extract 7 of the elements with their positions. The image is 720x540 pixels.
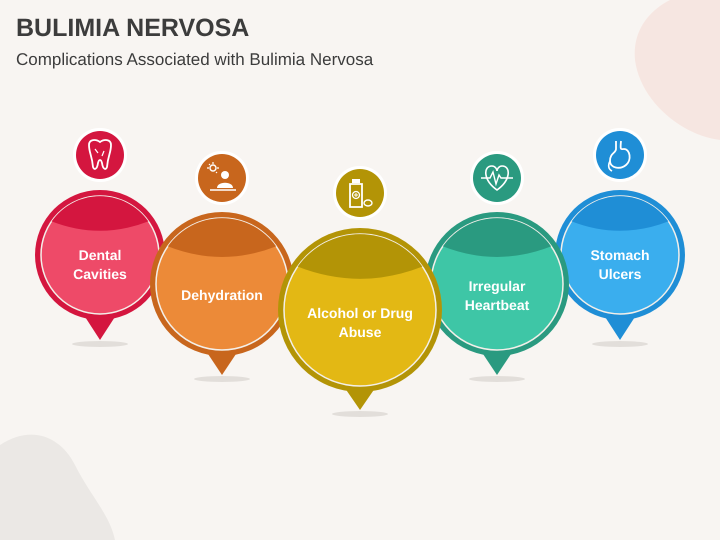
title: BULIMIA NERVOSA bbox=[16, 14, 250, 43]
subtitle: Complications Associated with Bulimia Nervosa bbox=[16, 50, 374, 70]
complication-label: Dental Cavities bbox=[72, 246, 128, 284]
complication-label: Irregular Heartbeat bbox=[464, 276, 530, 315]
complication-label: Dehydration bbox=[181, 286, 263, 306]
complication-label: Stomach Ulcers bbox=[589, 246, 651, 284]
complication-label: Alcohol or Drug Abuse bbox=[306, 304, 414, 342]
